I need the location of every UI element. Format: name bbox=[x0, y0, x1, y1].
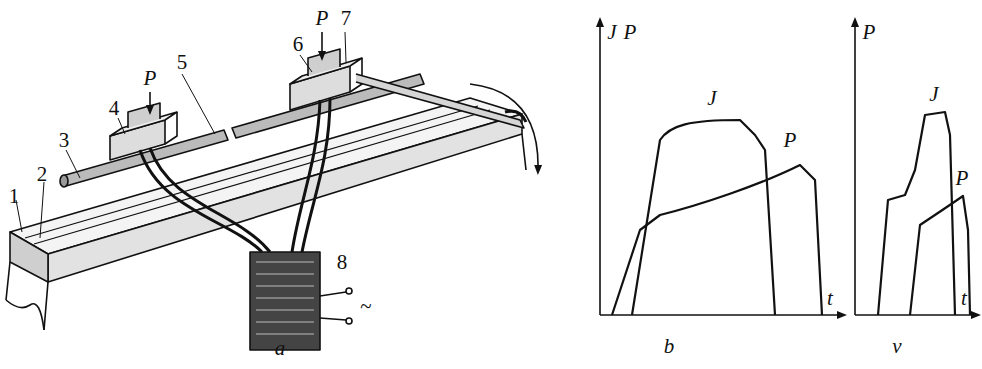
callout-number: 1 bbox=[9, 186, 20, 207]
force-label: P bbox=[316, 8, 329, 29]
callout-number: 7 bbox=[341, 8, 352, 29]
bed-side bbox=[10, 232, 48, 282]
panel-letter: a bbox=[275, 338, 286, 359]
current-curve bbox=[878, 112, 955, 315]
leader-line bbox=[16, 32, 346, 238]
callout-number: 3 bbox=[59, 130, 70, 151]
panel-letter: b bbox=[664, 336, 675, 357]
panel-letter: v bbox=[892, 336, 901, 357]
clamp-jaw bbox=[308, 49, 340, 76]
ac-symbol: ~ bbox=[360, 296, 371, 317]
axis-label: J bbox=[607, 22, 616, 43]
curve-label: J bbox=[707, 88, 716, 109]
y-axis bbox=[854, 22, 856, 315]
clamp-jaw bbox=[128, 103, 160, 128]
curve-label: P bbox=[956, 168, 969, 189]
callout-number: 6 bbox=[293, 34, 304, 55]
force-arrow bbox=[321, 32, 323, 56]
cable bbox=[140, 148, 270, 252]
transformer bbox=[250, 252, 320, 350]
force-curve bbox=[910, 196, 970, 315]
callout-number: 4 bbox=[109, 98, 120, 119]
axis-label: t bbox=[961, 288, 967, 309]
y-axis bbox=[599, 22, 601, 315]
axis-label: t bbox=[827, 288, 833, 309]
x-axis bbox=[855, 314, 976, 316]
curve-label: J bbox=[929, 84, 938, 105]
force-label: P bbox=[144, 68, 157, 89]
x-axis bbox=[600, 314, 842, 316]
callout-number: 5 bbox=[177, 52, 188, 73]
bed-break bbox=[6, 300, 44, 330]
curve-label: P bbox=[784, 130, 797, 151]
force-arrow bbox=[149, 92, 151, 110]
lever-arrow bbox=[470, 84, 538, 170]
axis-label: P bbox=[624, 22, 637, 43]
terminal-lead bbox=[320, 292, 346, 320]
current-curve bbox=[632, 120, 775, 315]
callout-number: 8 bbox=[337, 252, 348, 273]
axis-label: P bbox=[863, 22, 876, 43]
workpiece bbox=[62, 130, 228, 186]
lever bbox=[356, 74, 524, 128]
callout-number: 2 bbox=[37, 164, 48, 185]
